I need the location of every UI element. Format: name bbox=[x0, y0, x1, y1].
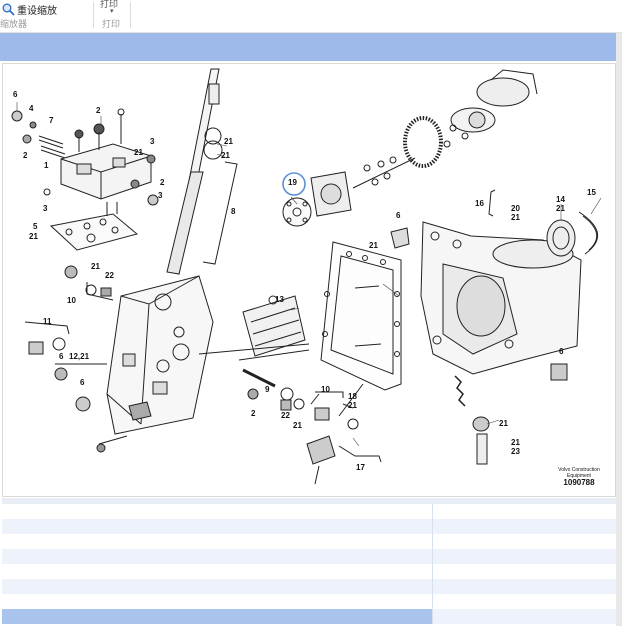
callout-21[interactable]: 21 bbox=[221, 151, 230, 160]
callout-10[interactable]: 10 bbox=[321, 385, 330, 394]
table-row-selected[interactable] bbox=[2, 609, 616, 624]
table-row[interactable] bbox=[2, 519, 616, 534]
callout-21[interactable]: 21 bbox=[499, 419, 508, 428]
callout-21[interactable]: 21 bbox=[134, 148, 143, 157]
figure-id: 1090788 bbox=[563, 478, 595, 487]
callout-2[interactable]: 2 bbox=[251, 409, 256, 418]
callout-21[interactable]: 21 bbox=[91, 262, 100, 271]
callout-2[interactable]: 2 bbox=[96, 106, 101, 115]
callout-12-21[interactable]: 12,21 bbox=[69, 352, 90, 361]
callout-2[interactable]: 2 bbox=[160, 178, 165, 187]
table-row[interactable] bbox=[2, 594, 616, 609]
callout-3[interactable]: 3 bbox=[43, 204, 48, 213]
callout-10[interactable]: 10 bbox=[67, 296, 76, 305]
toolbar-divider bbox=[130, 2, 131, 28]
callout-9[interactable]: 9 bbox=[265, 385, 270, 394]
callout-21[interactable]: 21 bbox=[556, 204, 565, 213]
callout-20[interactable]: 20 bbox=[511, 204, 520, 213]
selected-callout-ring bbox=[282, 172, 306, 196]
callout-8[interactable]: 8 bbox=[231, 207, 236, 216]
callout-23[interactable]: 23 bbox=[511, 447, 520, 456]
callout-18[interactable]: 18 bbox=[348, 392, 357, 401]
callout-21[interactable]: 21 bbox=[369, 241, 378, 250]
callout-2[interactable]: 2 bbox=[23, 151, 28, 160]
zoom-group-label: 缩放器 bbox=[0, 20, 28, 30]
callout-21[interactable]: 21 bbox=[348, 401, 357, 410]
callout-6[interactable]: 6 bbox=[559, 347, 564, 356]
table-row[interactable] bbox=[2, 564, 616, 579]
callout-17[interactable]: 17 bbox=[356, 463, 365, 472]
callout-3[interactable]: 3 bbox=[150, 137, 155, 146]
callout-3[interactable]: 3 bbox=[158, 191, 163, 200]
callout-1[interactable]: 1 bbox=[44, 161, 49, 170]
table-header bbox=[2, 498, 616, 504]
print-button[interactable]: 打印 bbox=[100, 0, 119, 10]
callout-21[interactable]: 21 bbox=[293, 421, 302, 430]
reset-zoom-button[interactable]: 重设缩放 bbox=[2, 2, 57, 17]
parts-table bbox=[2, 498, 616, 626]
table-row[interactable] bbox=[2, 549, 616, 564]
parts-drawing bbox=[11, 68, 602, 485]
table-row[interactable] bbox=[2, 579, 616, 594]
callout-22[interactable]: 22 bbox=[281, 411, 290, 420]
header-band bbox=[0, 33, 616, 61]
callout-22[interactable]: 22 bbox=[105, 271, 114, 280]
scrollbar-track[interactable] bbox=[616, 33, 622, 626]
callout-6[interactable]: 6 bbox=[13, 90, 18, 99]
callout-14[interactable]: 14 bbox=[556, 195, 565, 204]
callout-16[interactable]: 16 bbox=[475, 199, 484, 208]
table-row[interactable] bbox=[2, 504, 616, 519]
toolbar-divider bbox=[93, 2, 94, 28]
exploded-parts-diagram[interactable]: 6 4 7 2 2 1 3 21 3 2 3 5 21 21 22 10 11 … bbox=[2, 63, 616, 497]
callout-6[interactable]: 6 bbox=[80, 378, 85, 387]
callout-5[interactable]: 5 bbox=[33, 222, 38, 231]
print-dropdown-caret-icon[interactable]: ▾ bbox=[110, 7, 114, 15]
brand-text: Volvo Construction Equipment bbox=[558, 467, 600, 479]
callout-21[interactable]: 21 bbox=[511, 213, 520, 222]
callout-19[interactable]: 19 bbox=[288, 178, 297, 187]
callout-13[interactable]: 13 bbox=[275, 295, 284, 304]
callout-7[interactable]: 7 bbox=[49, 116, 54, 125]
callout-6[interactable]: 6 bbox=[396, 211, 401, 220]
callout-21[interactable]: 21 bbox=[511, 438, 520, 447]
callout-15[interactable]: 15 bbox=[587, 188, 596, 197]
toolbar: 重设缩放 缩放器 打印 ▾ 打印 bbox=[0, 0, 622, 33]
callout-6[interactable]: 6 bbox=[59, 352, 64, 361]
print-group-label: 打印 bbox=[102, 20, 121, 30]
magnifier-reset-icon bbox=[2, 3, 15, 16]
table-row[interactable] bbox=[2, 534, 616, 549]
callout-21[interactable]: 21 bbox=[29, 232, 38, 241]
reset-zoom-label: 重设缩放 bbox=[17, 6, 57, 17]
callout-11[interactable]: 11 bbox=[43, 317, 52, 326]
callout-4[interactable]: 4 bbox=[29, 104, 34, 113]
callout-21[interactable]: 21 bbox=[224, 137, 233, 146]
